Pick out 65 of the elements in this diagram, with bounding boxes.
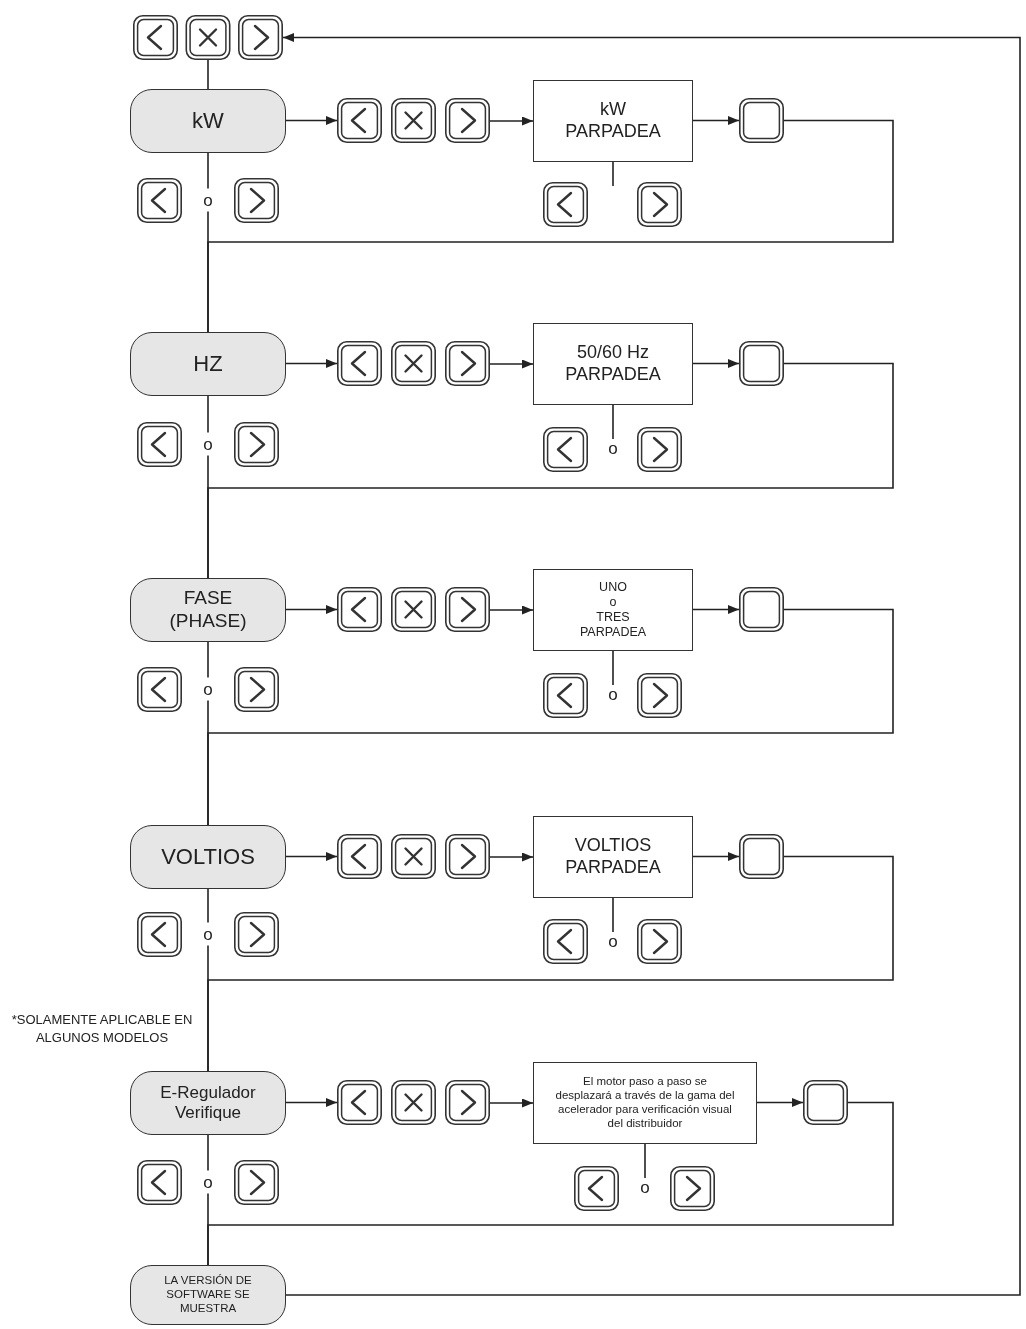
- blank-key-icon: [739, 587, 784, 632]
- or-text: o: [606, 932, 620, 951]
- keypad-keys-icon: [337, 98, 490, 143]
- or-text: o: [638, 1178, 652, 1197]
- arrow: [489, 116, 534, 126]
- menu-item-text: LA VERSIÓN DE SOFTWARE SE MUESTRA: [163, 1274, 253, 1316]
- arrow: [692, 605, 740, 614]
- blank-key-icon: [739, 341, 784, 386]
- connector-line: [612, 650, 614, 686]
- keypad-keys-icon: [133, 15, 283, 60]
- menu-item-box: [130, 825, 286, 889]
- keypad-keys-icon: [337, 834, 490, 879]
- blank-key-icon: [739, 98, 784, 143]
- connector-line: [207, 641, 209, 826]
- keypad-keys-icon: [337, 341, 490, 386]
- keypad-keys-icon: [337, 1080, 490, 1125]
- menu-item-box: [130, 332, 286, 396]
- display-text: UNO o TRES PARPADEA: [579, 580, 647, 640]
- menu-item-box: [130, 89, 286, 153]
- connector-line: [207, 152, 209, 333]
- display-box: [533, 323, 693, 405]
- display-box: [533, 816, 693, 898]
- display-text: kW PARPADEA: [564, 99, 662, 143]
- connector-line: [207, 59, 209, 90]
- arrow: [692, 359, 740, 368]
- arrow: [285, 605, 338, 614]
- arrow: [489, 1098, 534, 1108]
- footnote-text: *SOLAMENTE APLICABLE EN ALGUNOS MODELOS: [10, 1011, 194, 1047]
- menu-item-text: FASE (PHASE): [168, 587, 248, 633]
- arrow: [285, 1098, 338, 1107]
- arrow: [692, 116, 740, 125]
- arrow: [285, 116, 338, 125]
- menu-item-text: HZ: [193, 350, 223, 378]
- display-text: VOLTIOS PARPADEA: [564, 835, 662, 879]
- blank-key-icon: [803, 1080, 848, 1125]
- display-text: El motor paso a paso se desplazará a través de la gama del acelerador para verificación visual del distribuidor: [554, 1075, 736, 1131]
- menu-item-box: [130, 578, 286, 642]
- menu-item-text: E-Regulador Verifique: [159, 1082, 257, 1124]
- arrow: [489, 605, 534, 615]
- or-text: o: [606, 439, 620, 458]
- arrow: [756, 1098, 804, 1107]
- menu-item-text: kW: [192, 107, 224, 135]
- arrow: [489, 852, 534, 862]
- arrow: [282, 33, 1021, 1296]
- connector-line: [612, 161, 614, 187]
- connector-line: [207, 888, 209, 1072]
- connector-line: [612, 897, 614, 933]
- menu-item-box: [130, 1071, 286, 1135]
- menu-item-box: [130, 1265, 286, 1325]
- keypad-keys-icon: [337, 587, 490, 632]
- display-box: [533, 1062, 757, 1144]
- connector-line: [644, 1143, 646, 1179]
- blank-key-icon: [739, 834, 784, 879]
- or-text: o: [606, 685, 620, 704]
- connector-line: [207, 1134, 209, 1266]
- menu-item-text: VOLTIOS: [161, 843, 255, 871]
- display-box: [533, 80, 693, 162]
- arrow: [692, 852, 740, 861]
- connector-line: [612, 404, 614, 440]
- arrow: [285, 359, 338, 368]
- display-text: 50/60 Hz PARPADEA: [564, 342, 662, 386]
- connector-line: [207, 395, 209, 579]
- arrow: [489, 359, 534, 369]
- arrow: [285, 852, 338, 861]
- display-box: [533, 569, 693, 651]
